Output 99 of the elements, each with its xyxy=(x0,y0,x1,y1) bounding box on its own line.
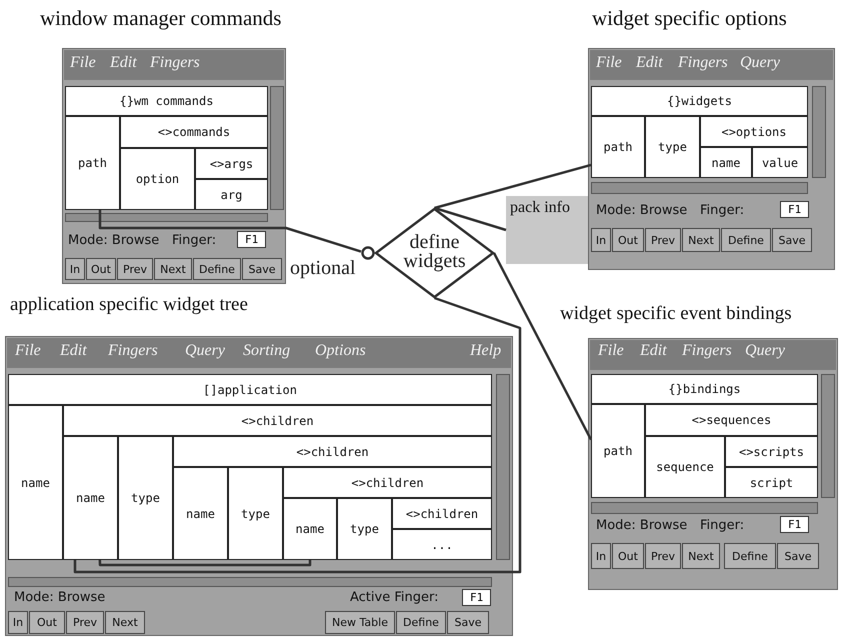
menu-item: Fingers xyxy=(150,54,200,72)
toolbar-button: Save xyxy=(242,258,282,280)
menu-item: File xyxy=(15,342,41,360)
menu-item: File xyxy=(598,342,624,360)
toolbar-button: New Table xyxy=(325,611,395,634)
toolbar-button: Save xyxy=(777,543,819,569)
toolbar-button: Prev xyxy=(645,228,681,252)
table-cell: <>args xyxy=(195,148,268,179)
status-text: Mode: Browse xyxy=(68,233,160,248)
toolbar-button: Out xyxy=(612,543,644,569)
table-cell: []application xyxy=(8,374,492,405)
menu-item: Edit xyxy=(110,54,137,72)
table-cell: type xyxy=(645,116,700,178)
connector-line xyxy=(492,252,592,440)
menu-item: Options xyxy=(315,342,366,360)
table-cell: name xyxy=(700,147,752,178)
status-text: Finger: xyxy=(700,203,744,218)
table-cell: name xyxy=(283,498,337,560)
table-cell: {}widgets xyxy=(591,86,808,116)
toolbar-button: Next xyxy=(682,228,720,252)
status-text: Mode: Browse xyxy=(14,590,106,605)
window-title: window manager commands xyxy=(40,6,282,31)
finger-field: F1 xyxy=(237,231,266,248)
menu-item: Edit xyxy=(636,54,663,72)
menu-item: Fingers xyxy=(678,54,728,72)
table-cell: ... xyxy=(392,529,492,560)
toolbar-button: Next xyxy=(682,543,720,569)
table-cell: <>children xyxy=(63,405,492,436)
table-cell: name xyxy=(63,436,118,560)
toolbar-button: Save xyxy=(447,611,489,634)
table-cell: <>options xyxy=(700,116,808,147)
connector-line xyxy=(98,210,362,253)
menu-item: Query xyxy=(745,342,785,360)
table-cell: path xyxy=(591,404,645,498)
window-title: pack info xyxy=(510,199,570,217)
table-cell: type xyxy=(337,498,392,560)
toolbar-button: Prev xyxy=(66,611,104,634)
table-cell: script xyxy=(725,467,818,498)
status-text: Active Finger: xyxy=(350,590,438,605)
table-cell: value xyxy=(752,147,808,178)
menu-item: Edit xyxy=(640,342,667,360)
toolbar-button: In xyxy=(65,258,85,280)
finger-field: F1 xyxy=(780,516,810,533)
finger-field: F1 xyxy=(462,589,492,606)
connector-line xyxy=(434,206,506,232)
status-text: Mode: Browse xyxy=(596,518,688,533)
table-cell: <>children xyxy=(392,498,492,529)
toolbar-button: Out xyxy=(86,258,116,280)
table-cell: sequence xyxy=(645,436,725,498)
table-cell: name xyxy=(173,467,228,560)
menu-item: Query xyxy=(185,342,225,360)
toolbar-button: Next xyxy=(154,258,192,280)
diamond-label: define widgets xyxy=(402,233,467,271)
toolbar-button: Save xyxy=(772,228,812,252)
toolbar-button: Define xyxy=(193,258,241,280)
table-cell: path xyxy=(591,116,645,178)
toolbar-button: Out xyxy=(612,228,644,252)
menu-item: Edit xyxy=(60,342,87,360)
connector-line xyxy=(98,560,312,566)
table-cell: name xyxy=(8,405,63,560)
table-cell: type xyxy=(228,467,283,560)
table-cell: <>commands xyxy=(120,116,268,148)
table-cell: {}bindings xyxy=(591,374,818,404)
connector-line xyxy=(74,296,522,574)
table-cell: <>scripts xyxy=(725,436,818,467)
table-cell: <>sequences xyxy=(645,404,818,436)
status-text: Finger: xyxy=(172,233,216,248)
annotation-label: optional xyxy=(290,257,356,280)
menu-item: File xyxy=(596,54,622,72)
menu-item: Help xyxy=(470,342,502,360)
toolbar-button: In xyxy=(591,228,611,252)
menu-item: Sorting xyxy=(243,342,290,360)
status-text: Mode: Browse xyxy=(596,203,688,218)
toolbar-button: Define xyxy=(724,543,776,569)
window-title: widget specific options xyxy=(592,6,787,31)
table-cell: {}wm commands xyxy=(65,86,268,116)
table-cell: <>children xyxy=(173,436,492,467)
table-cell: path xyxy=(65,116,120,210)
toolbar-button: Prev xyxy=(645,543,681,569)
toolbar-button: Define xyxy=(396,611,446,634)
window-title: widget specific event bindings xyxy=(560,303,792,325)
toolbar-button: Prev xyxy=(117,258,153,280)
toolbar-button: Out xyxy=(29,611,65,634)
table-cell: type xyxy=(118,436,173,560)
table-cell: arg xyxy=(195,179,268,210)
toolbar-button: Next xyxy=(105,611,145,634)
toolbar-button: In xyxy=(591,543,611,569)
menu-item: Fingers xyxy=(682,342,732,360)
connector-line xyxy=(434,164,592,210)
table-cell: option xyxy=(120,148,195,210)
table-cell: <>children xyxy=(283,467,492,498)
window-title: application specific widget tree xyxy=(10,294,248,316)
toolbar-button: In xyxy=(8,611,28,634)
toolbar-button: Define xyxy=(721,228,771,252)
menu-item: File xyxy=(70,54,96,72)
menu-item: Fingers xyxy=(108,342,158,360)
finger-field: F1 xyxy=(780,201,810,218)
status-text: Finger: xyxy=(700,518,744,533)
menu-item: Query xyxy=(740,54,780,72)
